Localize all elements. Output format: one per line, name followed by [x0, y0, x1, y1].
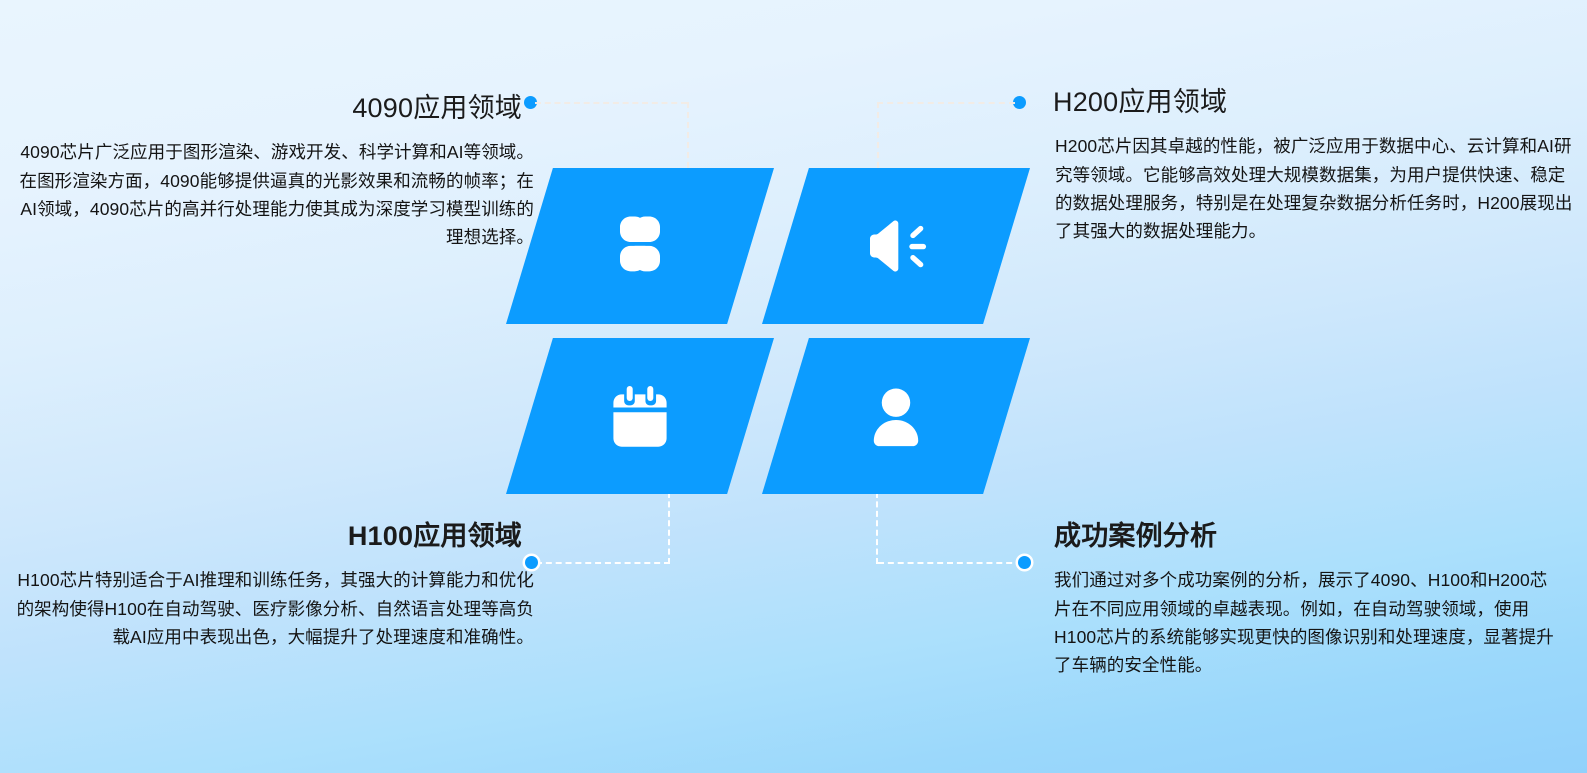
speaker-icon: [859, 209, 933, 283]
body-4090: 4090芯片广泛应用于图形渲染、游戏开发、科学计算和AI等领域。在图形渲染方面，…: [19, 142, 534, 248]
connector-segment-vertical: [876, 492, 878, 564]
body-h200: H200芯片因其卓越的性能，被广泛应用于数据中心、云计算和AI研究等领域。它能够…: [1055, 136, 1573, 242]
connector-dot-top-right: [1013, 96, 1026, 109]
connector-dot-bottom-right: [1018, 556, 1031, 569]
title-h200: H200应用领域: [1053, 87, 1228, 117]
calendar-icon: [603, 379, 677, 453]
body-h100: H100芯片特别适合于AI推理和训练任务，其强大的计算能力和优化的架构使得H10…: [16, 570, 534, 648]
connector-segment-horizontal: [878, 562, 1022, 564]
text-block-h200: H200应用领域 H200芯片因其卓越的性能，被广泛应用于数据中心、云计算和AI…: [1053, 86, 1573, 246]
text-block-h100: H100应用领域 H100芯片特别适合于AI推理和训练任务，其强大的计算能力和优…: [14, 520, 534, 651]
connector-dot-bottom-left: [525, 556, 538, 569]
connector-segment-vertical: [877, 102, 879, 188]
connector-segment-horizontal: [535, 102, 687, 104]
title-4090: 4090应用领域: [352, 93, 522, 123]
connector-segment-vertical: [668, 492, 670, 564]
user-icon: [859, 379, 933, 453]
title-h100: H100应用领域: [347, 521, 522, 551]
clover-icon: [603, 209, 677, 283]
tile-success-cases[interactable]: [762, 338, 1030, 494]
tile-h100[interactable]: [506, 338, 774, 494]
connector-dot-top-left: [524, 96, 537, 109]
body-success-cases: 我们通过对多个成功案例的分析，展示了4090、H100和H200芯片在不同应用领…: [1054, 570, 1554, 676]
connector-segment-horizontal: [877, 102, 1015, 104]
title-success-cases: 成功案例分析: [1054, 521, 1218, 551]
connector-segment-horizontal: [536, 562, 670, 564]
text-block-success-cases: 成功案例分析 我们通过对多个成功案例的分析，展示了4090、H100和H200芯…: [1026, 520, 1556, 680]
text-block-4090: 4090应用领域 4090芯片广泛应用于图形渲染、游戏开发、科学计算和AI等领域…: [14, 92, 534, 252]
connector-segment-vertical: [687, 102, 689, 188]
tile-h200[interactable]: [762, 168, 1030, 324]
tile-4090[interactable]: [506, 168, 774, 324]
